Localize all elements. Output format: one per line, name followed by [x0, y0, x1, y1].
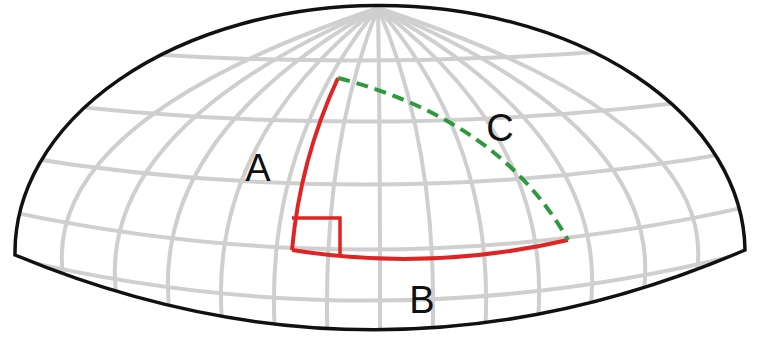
side-b-arc — [292, 240, 568, 259]
meridian-line — [378, 8, 645, 309]
right-angle-mark — [292, 218, 340, 256]
dome-outline — [15, 5, 745, 329]
side-c-arc — [338, 78, 568, 240]
grid-lines — [0, 8, 760, 350]
parallel-line — [0, 34, 760, 61]
side-label: C — [486, 109, 513, 147]
side-label: A — [245, 149, 270, 187]
parallel-line — [0, 144, 760, 185]
parallel-line — [0, 89, 760, 122]
side-label: B — [409, 281, 434, 319]
parallel-line — [0, 199, 760, 250]
side-a-arc — [292, 78, 338, 250]
